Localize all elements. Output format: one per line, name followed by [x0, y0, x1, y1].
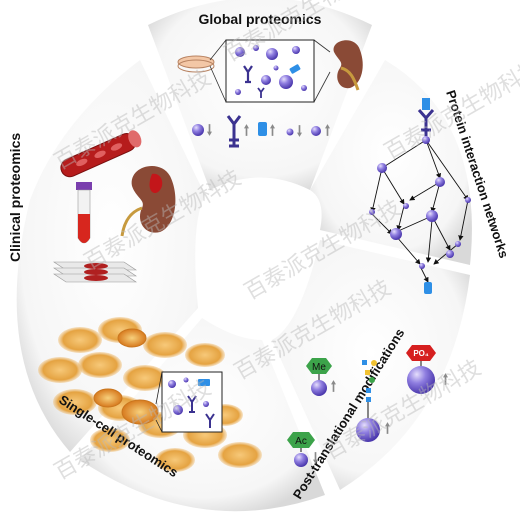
clinical-title: Clinical proteomics	[7, 133, 23, 262]
phosphate-tag	[406, 345, 436, 361]
methyl-tag	[306, 358, 332, 374]
protein-mixture	[235, 45, 307, 98]
global-protein-changes	[192, 115, 330, 148]
panel-clinical	[16, 60, 206, 452]
acetyl-label: Ac	[295, 436, 307, 447]
panel-ptm	[272, 240, 470, 490]
kidney-icon	[333, 40, 363, 89]
test-tube-cap	[76, 182, 92, 190]
clinical-section: Clinical proteomics	[7, 130, 176, 283]
acetyl-tag	[287, 432, 315, 448]
phosphate-label: PO₄	[413, 349, 429, 358]
antibody-bait-icon	[417, 109, 435, 136]
methyl-label: Me	[312, 362, 326, 373]
global-section: Global proteomics	[177, 11, 363, 148]
petri-dish-icon	[177, 55, 215, 69]
glycan-chain	[362, 360, 377, 418]
global-title: Global proteomics	[199, 11, 322, 27]
network-nodes	[369, 136, 471, 269]
selected-cell	[121, 399, 159, 425]
captured-protein-icon	[424, 282, 432, 294]
blood-vessel-icon	[60, 130, 142, 178]
kidney-tumor-icon	[131, 165, 176, 233]
tissue-slides-icon	[53, 261, 137, 283]
